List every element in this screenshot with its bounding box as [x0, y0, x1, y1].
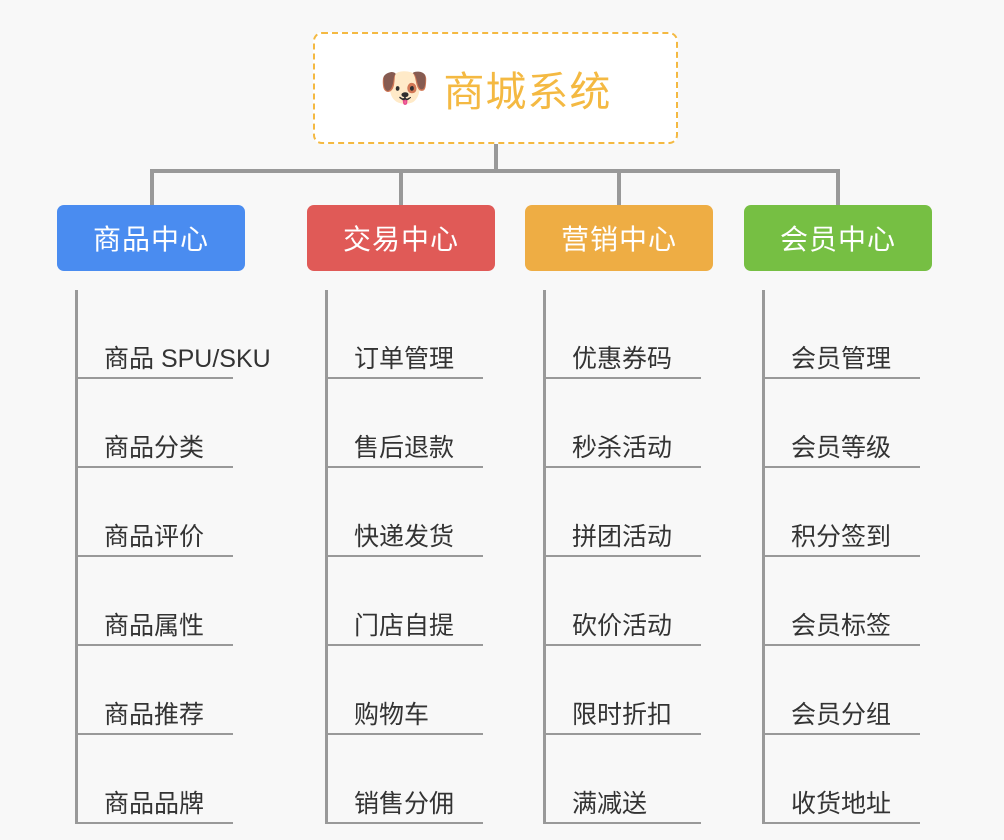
leaf-item[interactable]: 满减送: [546, 735, 701, 824]
branch-header-product-center[interactable]: 商品中心: [57, 205, 245, 271]
connector-drop-4: [836, 169, 840, 205]
leaf-label: 会员等级: [791, 434, 892, 463]
leaf-label: 商品分类: [104, 434, 205, 463]
leaf-item[interactable]: 积分签到: [765, 468, 920, 557]
leaf-item[interactable]: 商品品牌: [78, 735, 233, 824]
leaf-item[interactable]: 门店自提: [328, 557, 483, 646]
connector-drop-1: [150, 169, 154, 205]
root-title: 商城系统: [443, 69, 612, 115]
leaf-label: 收货地址: [791, 790, 892, 819]
leaf-label: 售后退款: [354, 434, 455, 463]
leaf-item[interactable]: 销售分佣: [328, 735, 483, 824]
connector-drop-2: [399, 169, 403, 205]
leaf-item[interactable]: 限时折扣: [546, 646, 701, 735]
leaf-item[interactable]: 快递发货: [328, 468, 483, 557]
leaf-item[interactable]: 商品属性: [78, 557, 233, 646]
leaf-label: 快递发货: [354, 523, 455, 552]
leaf-item[interactable]: 购物车: [328, 646, 483, 735]
leaf-label: 秒杀活动: [572, 434, 673, 463]
leaf-list-4: 会员管理 会员等级 积分签到 会员标签 会员分组 收货地址: [762, 290, 949, 824]
leaf-item[interactable]: 会员标签: [765, 557, 920, 646]
leaf-item[interactable]: 秒杀活动: [546, 379, 701, 468]
leaf-label: 商品 SPU/SKU: [104, 345, 271, 374]
leaf-label: 会员分组: [791, 701, 892, 730]
connector-root-stem: [494, 144, 498, 171]
leaf-list-1: 商品 SPU/SKU 商品分类 商品评价 商品属性 商品推荐 商品品牌: [75, 290, 271, 824]
leaf-label: 拼团活动: [572, 523, 673, 552]
leaf-label: 订单管理: [354, 345, 455, 374]
leaf-item[interactable]: 会员等级: [765, 379, 920, 468]
leaf-label: 商品推荐: [104, 701, 205, 730]
leaf-label: 限时折扣: [572, 701, 673, 730]
leaf-item[interactable]: 商品分类: [78, 379, 233, 468]
branch-column-1: 商品中心 商品 SPU/SKU 商品分类 商品评价 商品属性 商品推荐 商品品牌: [57, 205, 271, 824]
leaf-item[interactable]: 商品评价: [78, 468, 233, 557]
leaf-item[interactable]: 售后退款: [328, 379, 483, 468]
leaf-label: 销售分佣: [354, 790, 455, 819]
leaf-item[interactable]: 会员分组: [765, 646, 920, 735]
branch-header-marketing-center[interactable]: 营销中心: [525, 205, 713, 271]
branch-column-3: 营销中心 优惠券码 秒杀活动 拼团活动 砍价活动 限时折扣 满减送: [525, 205, 730, 824]
branch-header-trade-center[interactable]: 交易中心: [307, 205, 495, 271]
root-node[interactable]: 🐶 商城系统: [313, 32, 678, 144]
leaf-label: 门店自提: [354, 612, 455, 641]
leaf-label: 商品评价: [104, 523, 205, 552]
root-node-container: 🐶 商城系统: [313, 32, 678, 144]
leaf-label: 商品品牌: [104, 790, 205, 819]
leaf-label: 会员管理: [791, 345, 892, 374]
leaf-list-2: 订单管理 售后退款 快递发货 门店自提 购物车 销售分佣: [325, 290, 512, 824]
leaf-label: 会员标签: [791, 612, 892, 641]
leaf-item[interactable]: 拼团活动: [546, 468, 701, 557]
leaf-label: 购物车: [354, 701, 430, 730]
leaf-label: 商品属性: [104, 612, 205, 641]
leaf-item[interactable]: 优惠券码: [546, 290, 701, 379]
leaf-item[interactable]: 收货地址: [765, 735, 920, 824]
leaf-item[interactable]: 商品 SPU/SKU: [78, 290, 271, 379]
leaf-label: 优惠券码: [572, 345, 673, 374]
leaf-label: 满减送: [572, 790, 648, 819]
dog-face-icon: 🐶: [379, 66, 430, 110]
branch-column-4: 会员中心 会员管理 会员等级 积分签到 会员标签 会员分组 收货地址: [744, 205, 949, 824]
leaf-item[interactable]: 商品推荐: [78, 646, 233, 735]
branch-header-member-center[interactable]: 会员中心: [744, 205, 932, 271]
connector-horizontal-bus: [150, 169, 840, 173]
leaf-label: 砍价活动: [572, 612, 673, 641]
connector-drop-3: [617, 169, 621, 205]
branch-column-2: 交易中心 订单管理 售后退款 快递发货 门店自提 购物车 销售分佣: [307, 205, 512, 824]
leaf-item[interactable]: 砍价活动: [546, 557, 701, 646]
leaf-label: 积分签到: [791, 523, 892, 552]
leaf-list-3: 优惠券码 秒杀活动 拼团活动 砍价活动 限时折扣 满减送: [543, 290, 730, 824]
leaf-item[interactable]: 订单管理: [328, 290, 483, 379]
leaf-item[interactable]: 会员管理: [765, 290, 920, 379]
